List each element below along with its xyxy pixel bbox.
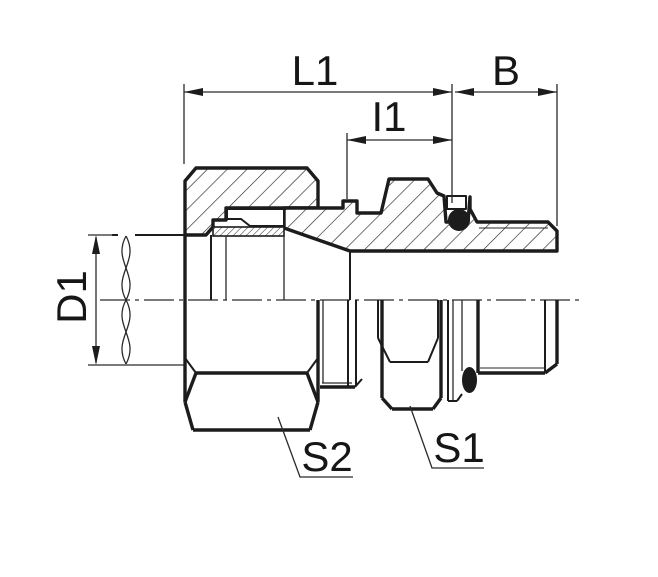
label-i1: I1 <box>371 93 406 140</box>
label-b: B <box>492 47 520 94</box>
o-ring-section <box>448 209 470 231</box>
o-ring-groove <box>446 195 467 210</box>
label-s2: S2 <box>301 433 352 480</box>
dimension-i1: I1 <box>346 93 452 199</box>
stud-external <box>476 300 559 375</box>
arrowhead <box>538 88 557 96</box>
dimension-l1: L1 <box>183 47 453 203</box>
label-l1: L1 <box>292 47 339 94</box>
o-ring-external <box>462 367 477 393</box>
arrowhead <box>184 88 203 96</box>
tube <box>88 234 206 366</box>
hex-s1-external <box>377 300 443 411</box>
arrowhead <box>92 346 100 365</box>
arrowhead <box>347 136 366 144</box>
body-section <box>282 177 559 253</box>
leader-line <box>409 405 484 469</box>
arrowhead <box>433 136 452 144</box>
tube-wall-section <box>212 226 285 237</box>
callout-s1: S1 <box>409 405 485 471</box>
label-s1: S1 <box>433 424 484 471</box>
dimension-d1: D1 <box>48 234 113 365</box>
callout-s2: S2 <box>277 416 353 480</box>
seal-washer-external <box>447 300 477 402</box>
leader-line <box>277 416 353 478</box>
tube-break-symbol <box>121 235 131 365</box>
label-d1: D1 <box>48 270 95 324</box>
dimension-b: B <box>455 47 558 226</box>
arrowhead <box>433 88 452 96</box>
arrowhead <box>455 88 474 96</box>
neck-external <box>320 300 363 389</box>
nut-s2-external <box>183 235 320 432</box>
ferrule-section <box>226 208 285 227</box>
arrowhead <box>92 235 100 254</box>
